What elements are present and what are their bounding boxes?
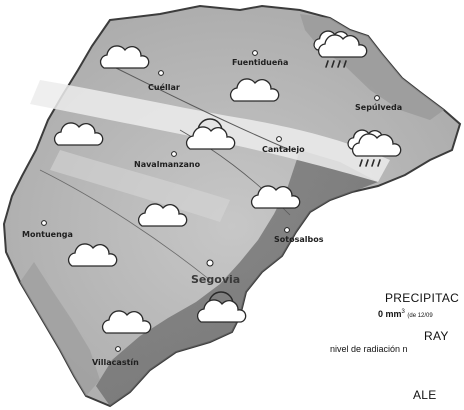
south-west-hills: [20, 262, 100, 396]
rain-cloud-icon: [313, 30, 368, 68]
town-dot-fuentiduena: [252, 50, 258, 56]
radiation-subtitle: nivel de radiación n: [330, 344, 408, 354]
town-label-cantalejo: Cantalejo: [262, 145, 305, 154]
town-label-sepulveda: Sepúlveda: [355, 103, 402, 112]
river: [99, 59, 291, 151]
town-label-navalmanzano: Navalmanzano: [134, 160, 201, 169]
cloudy-icon: [101, 310, 152, 334]
town-dot-sotosalbos: [284, 227, 290, 233]
cloudy-icon: [99, 45, 150, 69]
river: [39, 169, 211, 281]
plateau-band-2: [50, 150, 230, 222]
town-markers: [41, 50, 380, 352]
town-dot-cuellar: [158, 70, 164, 76]
town-label-fuentiduena: Fuentidueña: [232, 58, 288, 67]
partly-cloudy-icon: [185, 118, 236, 150]
cloudy-icon: [250, 185, 301, 209]
partly-cloudy-icon: [196, 291, 247, 323]
weather-layer: [53, 30, 402, 334]
cloudy-icon: [67, 243, 118, 267]
town-label-cuellar: Cuéllar: [148, 82, 180, 92]
cloudy-icon: [229, 78, 280, 102]
town-dot-cantalejo: [276, 136, 282, 142]
town-dot-villacastin: [115, 346, 121, 352]
town-dot-sepulveda: [374, 95, 380, 101]
alerts-title: ALE: [413, 388, 437, 402]
town-label-sotosalbos: Sotosalbos: [274, 235, 324, 244]
cloudy-icon: [137, 203, 188, 227]
town-dot-segovia: [206, 259, 214, 267]
cloudy-icon: [53, 122, 104, 146]
precipitation-unit-exponent: 3: [401, 309, 405, 315]
town-dot-montuenga: [41, 220, 47, 226]
precipitation-value: 0 mm3 (de 12/09: [378, 306, 464, 319]
town-label-villacastin: Villacastín: [92, 358, 139, 367]
precipitation-title: PRECIPITAC: [385, 291, 460, 305]
precipitation-note: (de 12/09: [407, 313, 433, 319]
town-label-segovia: Segovia: [191, 273, 240, 286]
rain-cloud-icon: [347, 129, 402, 167]
radiation-title: RAY: [424, 329, 449, 343]
town-dot-navalmanzano: [171, 151, 177, 157]
sierra-terrain: [96, 150, 378, 406]
town-label-montuenga: Montuenga: [22, 230, 73, 239]
precipitation-amount: 0 mm: [378, 309, 402, 319]
